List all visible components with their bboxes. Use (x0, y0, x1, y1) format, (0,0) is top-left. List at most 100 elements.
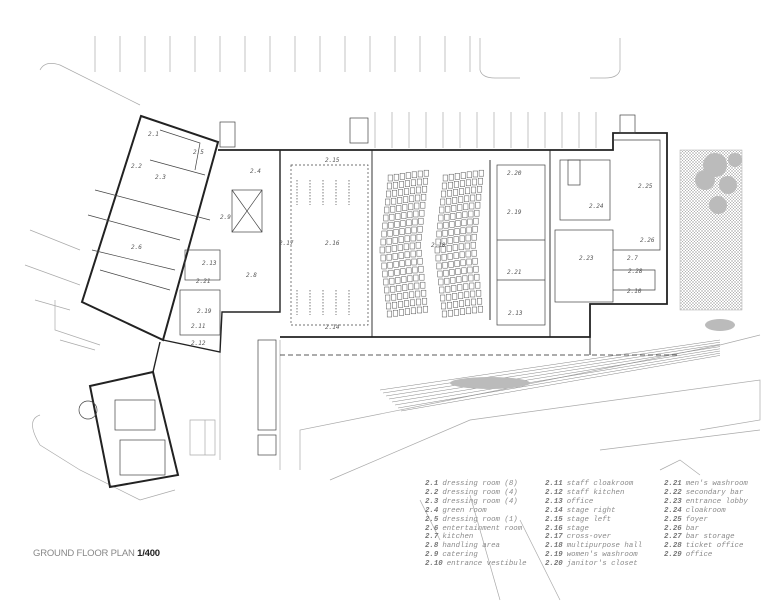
seat (392, 181, 398, 189)
legend-room-name: cross-over (566, 533, 612, 542)
seat (395, 213, 401, 220)
seat (412, 218, 418, 226)
legend-room-name: bar (685, 524, 700, 533)
legend-room-name: handling area (442, 542, 500, 551)
step-line (391, 348, 721, 403)
seat (399, 173, 405, 180)
seat (471, 233, 477, 241)
seat (386, 190, 392, 198)
seat (469, 202, 475, 210)
legend-room-number: 2.9 (425, 551, 439, 560)
seat (460, 227, 466, 235)
seat (418, 265, 424, 273)
legend-room-number: 2.27 (664, 533, 682, 542)
seat (414, 282, 420, 290)
seat (415, 290, 421, 298)
seat (468, 210, 474, 218)
seat (391, 245, 397, 252)
legend-room-number: 2.16 (545, 524, 563, 533)
legend-room-number: 2.8 (425, 542, 439, 551)
plan-label: 2.9 (220, 214, 231, 221)
plan-label: 2.19 (197, 308, 212, 315)
seat (456, 212, 462, 219)
seat (422, 305, 428, 313)
step-line (388, 346, 721, 400)
legend-room-number: 2.28 (664, 542, 682, 551)
legend-room-name: stage (566, 524, 589, 533)
seat (447, 237, 453, 244)
seat (472, 170, 478, 178)
seat (453, 189, 459, 196)
seat (477, 297, 483, 305)
seat (466, 171, 472, 179)
legend-room-name: stage left (566, 515, 612, 524)
seat (438, 278, 444, 286)
seat (401, 276, 407, 283)
legend-room-number: 2.24 (664, 506, 682, 515)
seat (420, 281, 426, 289)
seat (386, 237, 392, 245)
legend-room-number: 2.15 (545, 515, 563, 524)
legend-room-number: 2.26 (664, 524, 682, 533)
seat (459, 300, 465, 307)
seat (387, 229, 393, 237)
seat (440, 245, 446, 253)
seat (399, 260, 405, 267)
seat (474, 209, 480, 217)
building-walls (80, 114, 680, 489)
seat (390, 285, 396, 293)
legend-room-number: 2.10 (425, 560, 443, 569)
legend-room-number: 2.3 (425, 497, 439, 506)
seat (466, 258, 472, 266)
seat (406, 267, 412, 275)
legend-room-name: women's washroom (566, 551, 638, 560)
seat (448, 173, 454, 181)
plan-label: 2.2 (131, 163, 142, 170)
plan-label: 2.8 (246, 272, 257, 279)
seat (447, 301, 453, 309)
plan-label: 2.1 (148, 131, 159, 138)
seat (477, 177, 483, 185)
seat (444, 213, 450, 221)
seat (420, 201, 426, 209)
seat (446, 245, 452, 252)
legend-room-number: 2.6 (425, 524, 439, 533)
seat (400, 220, 406, 227)
seat (435, 238, 441, 246)
seat (459, 188, 465, 195)
seat (465, 234, 471, 242)
seat (474, 273, 480, 281)
plan-label: 2.11 (191, 323, 206, 330)
seat (384, 286, 390, 294)
seat (397, 293, 403, 300)
seat (464, 195, 470, 203)
seat (444, 277, 450, 285)
plan-label: 2.26 (640, 237, 655, 244)
seat (423, 169, 429, 177)
seat (410, 234, 416, 242)
seat (385, 294, 391, 302)
drawing-title: GROUND FLOOR PLAN 1/400 (33, 548, 160, 559)
seat (390, 205, 396, 213)
legend-room-number: 2.23 (664, 497, 682, 506)
seat (442, 261, 448, 269)
seat (461, 219, 467, 227)
seat (398, 301, 404, 308)
seat (382, 222, 388, 230)
seat (416, 298, 422, 306)
seat (405, 259, 411, 267)
seat (465, 179, 471, 187)
seat (461, 267, 467, 275)
